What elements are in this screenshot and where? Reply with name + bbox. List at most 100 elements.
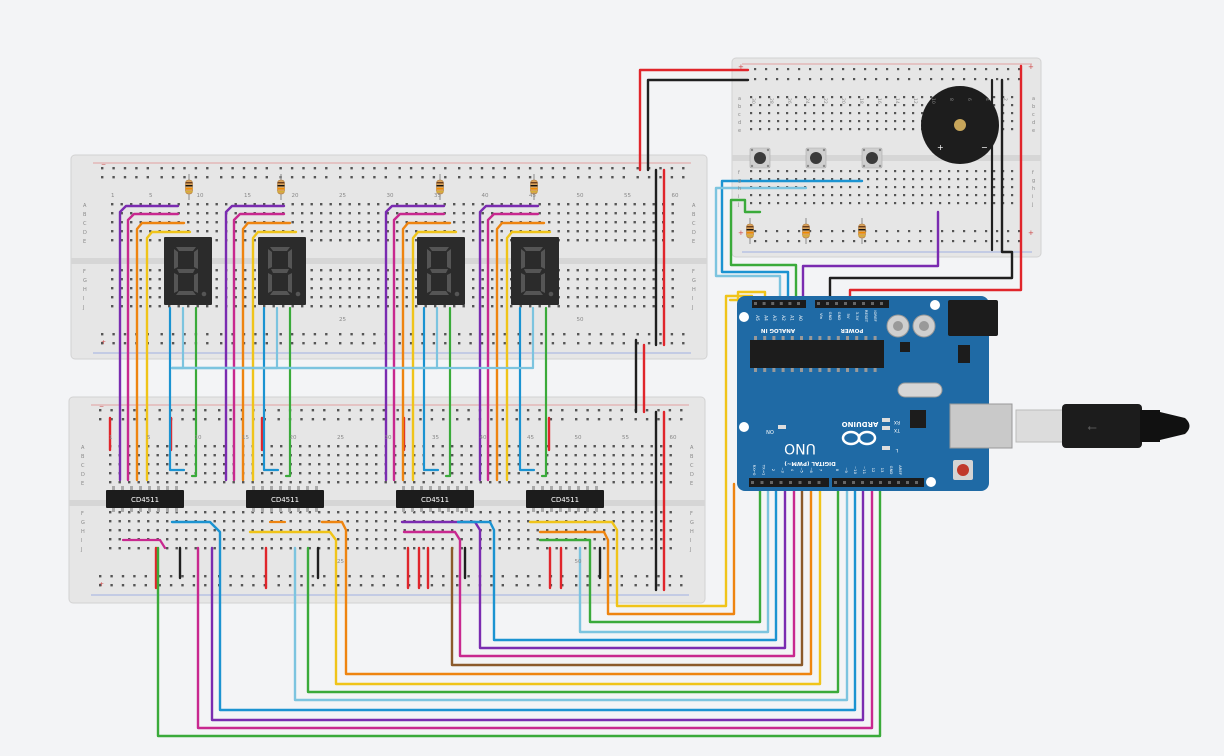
wire-black-small[interactable] xyxy=(646,78,750,172)
wire-black-arduino-gnd[interactable] xyxy=(828,78,1014,304)
hole xyxy=(885,170,888,173)
wire-blue-display[interactable] xyxy=(168,306,186,472)
resistor[interactable] xyxy=(530,174,538,200)
wires[interactable] xyxy=(108,64,1023,738)
wire-yellow-display[interactable] xyxy=(251,230,298,482)
push-button[interactable] xyxy=(861,147,883,169)
cd4511-chip[interactable]: CD4511 xyxy=(106,486,184,512)
wire-orange-display[interactable] xyxy=(401,221,452,482)
wire-blue-bus[interactable] xyxy=(456,482,778,642)
push-button[interactable] xyxy=(805,147,827,169)
wire-orange-bus[interactable] xyxy=(320,482,813,676)
analog-header[interactable] xyxy=(752,300,806,308)
wire-blue-bus[interactable] xyxy=(170,482,857,712)
wire-purple-display[interactable] xyxy=(478,204,540,482)
wire-green-bus[interactable] xyxy=(538,482,762,624)
usb-cable[interactable]: ⭠ xyxy=(1015,404,1190,448)
wire-purple-display[interactable] xyxy=(224,204,286,482)
resistor[interactable] xyxy=(802,218,810,244)
digital-header-high[interactable] xyxy=(832,478,924,487)
cd4511-chip[interactable]: CD4511 xyxy=(526,486,604,512)
hole xyxy=(462,203,465,206)
power-header[interactable] xyxy=(815,300,889,308)
wire-lightblue-display[interactable] xyxy=(170,306,535,370)
hole xyxy=(809,68,812,71)
wire-green-display[interactable] xyxy=(444,306,452,478)
wire-magenta-display[interactable] xyxy=(126,212,180,482)
wire-lightblue-bus[interactable] xyxy=(578,482,770,634)
hole xyxy=(252,584,255,587)
hole xyxy=(396,296,399,299)
wire-orange-display[interactable] xyxy=(135,221,186,482)
wire-blue-display[interactable] xyxy=(518,306,536,472)
wire-brown-bus[interactable] xyxy=(450,482,804,667)
hole xyxy=(567,212,570,215)
seven-segment-display[interactable] xyxy=(511,237,559,305)
wire-lightblue-button[interactable] xyxy=(714,186,808,304)
wire-green-display[interactable] xyxy=(284,306,292,478)
wire-magenta-display[interactable] xyxy=(486,212,540,482)
wire-magenta-display[interactable] xyxy=(392,212,446,482)
resistor[interactable] xyxy=(858,218,866,244)
wire-purple-display[interactable] xyxy=(118,204,180,482)
resistor[interactable] xyxy=(436,174,444,200)
hole xyxy=(365,472,368,475)
wire-green-button[interactable] xyxy=(729,198,798,304)
hole xyxy=(149,305,152,308)
seven-segment-display[interactable] xyxy=(258,237,306,305)
wire-yellow-display[interactable] xyxy=(411,230,458,482)
wire-magenta-bus[interactable] xyxy=(196,482,874,730)
cd4511-chip[interactable]: CD4511 xyxy=(396,486,474,512)
hole xyxy=(156,529,159,532)
wire-yellow-display[interactable] xyxy=(505,230,552,482)
wire-green-bus[interactable] xyxy=(156,482,882,738)
wire-blue-display[interactable] xyxy=(422,306,440,472)
wire-yellow-display[interactable] xyxy=(145,230,192,482)
seven-segment-display[interactable] xyxy=(417,237,465,305)
wire-purple-display[interactable] xyxy=(384,204,446,482)
wire-purple-button[interactable] xyxy=(801,210,940,304)
hole xyxy=(974,230,977,233)
wire-yellow-bus[interactable] xyxy=(248,482,822,686)
hole xyxy=(858,96,861,99)
hole xyxy=(804,194,807,197)
components[interactable]: CD4511 CD4511 CD4511 CD4511 +− UNOARDUINOANAL… xyxy=(106,86,1190,512)
wire-green-bus[interactable] xyxy=(306,482,840,694)
wire-magenta-bus[interactable] xyxy=(402,482,796,658)
wire-orange-bus[interactable] xyxy=(538,482,736,616)
wire-magenta-display[interactable] xyxy=(232,212,286,482)
hole xyxy=(849,96,852,99)
wire-magenta-short[interactable] xyxy=(121,538,167,550)
hole xyxy=(204,584,207,587)
wire-purple-bus[interactable] xyxy=(210,482,865,722)
row-letter: j xyxy=(1031,202,1033,208)
resistor[interactable] xyxy=(277,174,285,200)
breadboard-top[interactable] xyxy=(70,154,708,360)
breadboard-small[interactable] xyxy=(731,57,1042,258)
wire-green-display[interactable] xyxy=(540,306,548,478)
seven-segment-display[interactable] xyxy=(164,237,212,305)
usb-port[interactable] xyxy=(949,403,1013,449)
wire-lightblue-bus[interactable] xyxy=(293,482,849,702)
wire-red-small[interactable] xyxy=(638,68,750,172)
piezo-buzzer[interactable]: +− xyxy=(921,86,999,164)
wire-green-display[interactable] xyxy=(190,306,198,478)
wire-yellow-a5[interactable] xyxy=(728,290,767,304)
column-number: 5 xyxy=(147,435,151,441)
row-letter: E xyxy=(690,481,693,487)
wire-orange-display[interactable] xyxy=(241,221,292,482)
resistor[interactable] xyxy=(185,174,193,200)
wire-blue-button[interactable] xyxy=(720,179,864,304)
resistor[interactable] xyxy=(746,218,754,244)
hole xyxy=(120,296,123,299)
hole xyxy=(234,221,237,224)
hole xyxy=(424,203,427,206)
hole xyxy=(187,212,190,215)
cd4511-chip[interactable]: CD4511 xyxy=(246,486,324,512)
wire-blue-display[interactable] xyxy=(262,306,280,472)
push-button[interactable] xyxy=(749,147,771,169)
wire-orange-display[interactable] xyxy=(495,221,546,482)
hole xyxy=(489,463,492,466)
